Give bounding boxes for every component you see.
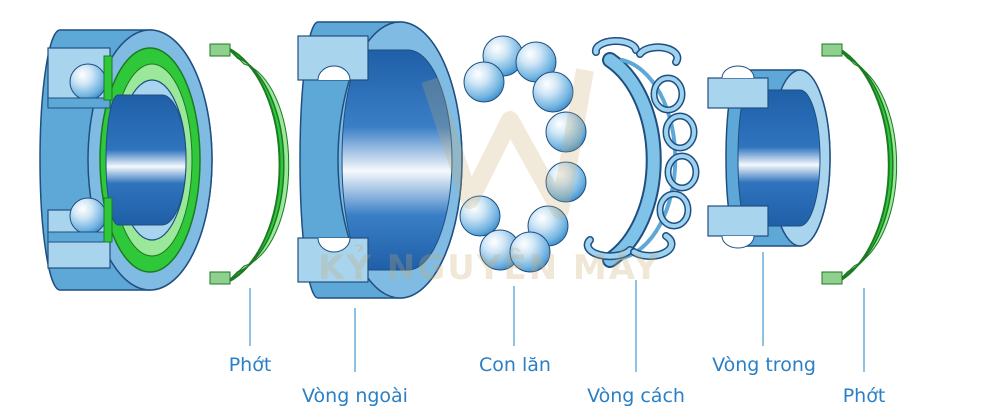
inner-ring-shape	[707, 65, 831, 249]
seal-right-shape	[821, 43, 898, 285]
label-inner-ring: Vòng trong	[712, 354, 816, 376]
cage-shape	[583, 36, 700, 268]
watermark-logo-icon	[421, 68, 594, 219]
assembled-ball-top	[69, 63, 107, 101]
assembled-seal-section-bottom	[103, 197, 113, 243]
outer-ring-shape	[297, 21, 463, 299]
label-seal-left: Phớt	[228, 354, 272, 376]
rolling-elements-shape	[459, 35, 587, 273]
assembled-inner-section-bottom	[47, 231, 111, 243]
watermark-text: KỶ NGUYÊN MÁY	[318, 248, 661, 288]
assembled-bearing	[39, 29, 213, 291]
seal-left-shape	[209, 43, 290, 285]
assembled-seal-section-top	[103, 55, 113, 101]
label-cage: Vòng cách	[587, 385, 685, 407]
assembled-ball-bottom	[69, 197, 107, 235]
label-outer-ring: Vòng ngoài	[302, 385, 408, 407]
leader-lines	[249, 252, 865, 372]
label-rolling-elements: Con lăn	[479, 354, 551, 376]
assembled-bore	[105, 94, 187, 226]
label-seal-right: Phớt	[842, 385, 886, 407]
assembled-inner-section-top	[47, 97, 111, 109]
